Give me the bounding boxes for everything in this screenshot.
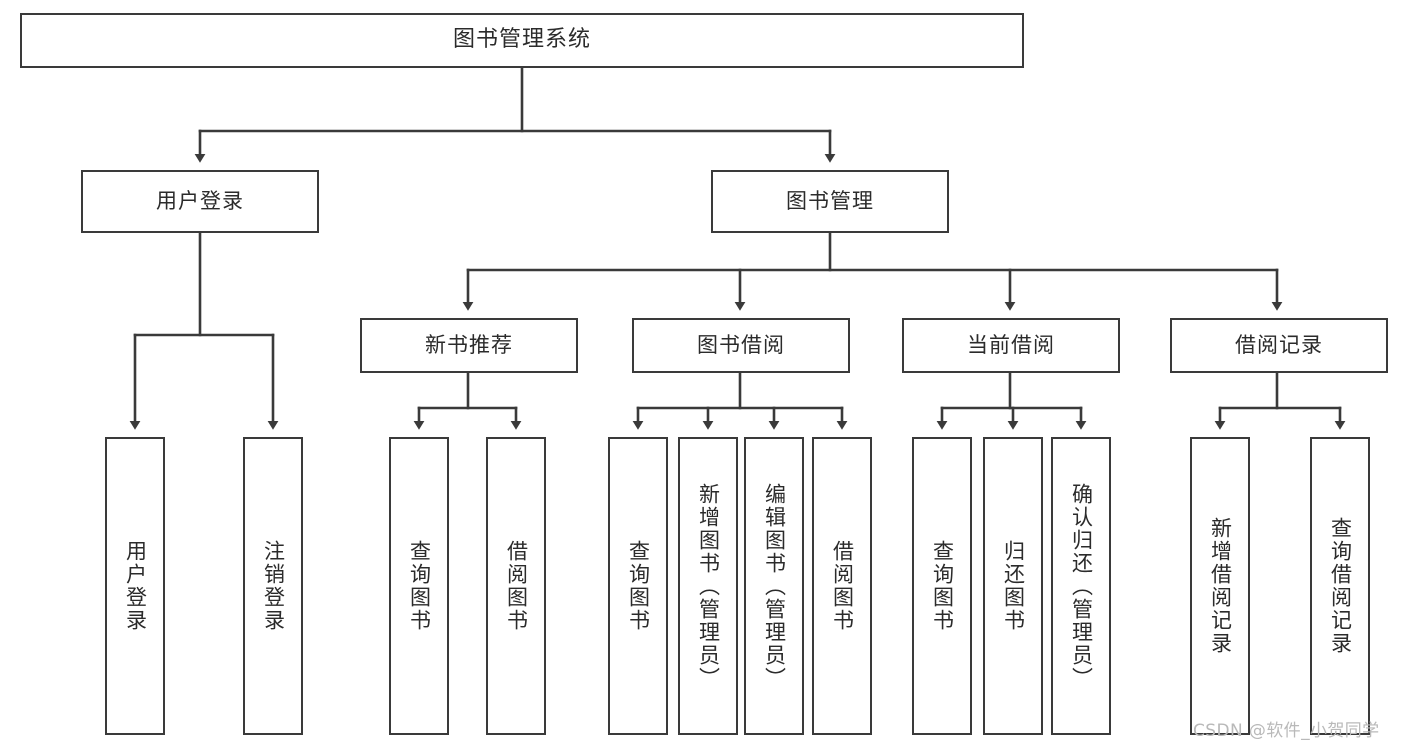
node-leaf-query-book-1-label: 查询图书 xyxy=(407,540,432,632)
node-root[interactable]: 图书管理系统 xyxy=(20,13,1024,68)
node-leaf-edit-book-label: 编辑图书（管理员） xyxy=(762,482,787,690)
node-leaf-borrow-book-1[interactable]: 借阅图书 xyxy=(486,437,546,735)
node-user-login[interactable]: 用户登录 xyxy=(81,170,319,233)
node-leaf-query-book-2[interactable]: 查询图书 xyxy=(608,437,668,735)
node-borrow-record[interactable]: 借阅记录 xyxy=(1170,318,1388,373)
node-leaf-user-login-label: 用户登录 xyxy=(123,540,148,632)
node-book-borrow-label: 图书借阅 xyxy=(697,333,785,358)
node-leaf-borrow-book-2-label: 借阅图书 xyxy=(830,540,855,632)
node-leaf-return-book[interactable]: 归还图书 xyxy=(983,437,1043,735)
node-new-book-recommend[interactable]: 新书推荐 xyxy=(360,318,578,373)
node-leaf-add-book[interactable]: 新增图书（管理员） xyxy=(678,437,738,735)
node-leaf-query-book-1[interactable]: 查询图书 xyxy=(389,437,449,735)
node-book-borrow[interactable]: 图书借阅 xyxy=(632,318,850,373)
node-leaf-add-borrow-record-label: 新增借阅记录 xyxy=(1208,517,1233,655)
node-leaf-borrow-book-2[interactable]: 借阅图书 xyxy=(812,437,872,735)
node-leaf-confirm-return[interactable]: 确认归还（管理员） xyxy=(1051,437,1111,735)
node-leaf-add-borrow-record[interactable]: 新增借阅记录 xyxy=(1190,437,1250,735)
node-leaf-query-book-3-label: 查询图书 xyxy=(930,540,955,632)
node-borrow-record-label: 借阅记录 xyxy=(1235,333,1323,358)
node-root-label: 图书管理系统 xyxy=(452,27,591,53)
node-book-management-label: 图书管理 xyxy=(786,189,874,214)
node-leaf-borrow-book-1-label: 借阅图书 xyxy=(504,540,529,632)
node-user-login-label: 用户登录 xyxy=(156,189,244,214)
node-leaf-confirm-return-label: 确认归还（管理员） xyxy=(1069,482,1094,690)
node-book-management[interactable]: 图书管理 xyxy=(711,170,949,233)
node-current-borrow[interactable]: 当前借阅 xyxy=(902,318,1120,373)
watermark-text: CSDN @软件_小贺同学 xyxy=(1193,721,1380,741)
node-leaf-query-borrow-record[interactable]: 查询借阅记录 xyxy=(1310,437,1370,735)
node-leaf-logout-label: 注销登录 xyxy=(261,540,286,632)
node-leaf-edit-book[interactable]: 编辑图书（管理员） xyxy=(744,437,804,735)
node-leaf-query-book-2-label: 查询图书 xyxy=(626,540,651,632)
node-leaf-user-login[interactable]: 用户登录 xyxy=(105,437,165,735)
node-leaf-return-book-label: 归还图书 xyxy=(1001,540,1026,632)
node-leaf-logout[interactable]: 注销登录 xyxy=(243,437,303,735)
node-new-book-recommend-label: 新书推荐 xyxy=(425,333,513,358)
node-leaf-query-book-3[interactable]: 查询图书 xyxy=(912,437,972,735)
node-current-borrow-label: 当前借阅 xyxy=(967,333,1055,358)
node-leaf-query-borrow-record-label: 查询借阅记录 xyxy=(1328,517,1353,655)
node-leaf-add-book-label: 新增图书（管理员） xyxy=(696,482,721,690)
